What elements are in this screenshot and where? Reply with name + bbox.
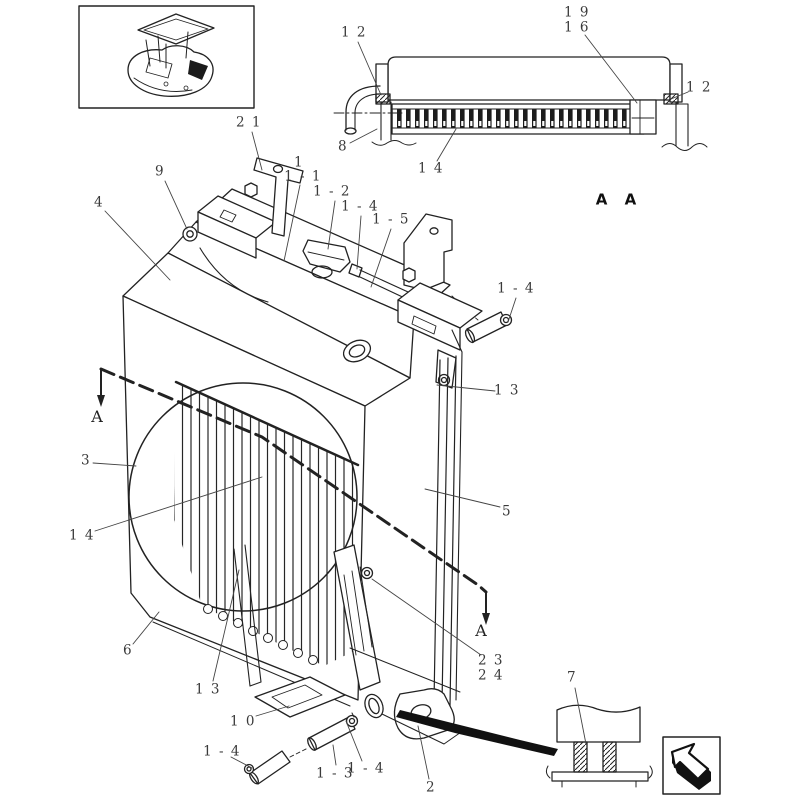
callout-5: 5 [501, 503, 513, 520]
callout-8: 8 [337, 138, 349, 155]
callout-21: 2 1 [236, 114, 262, 131]
callout-13-right: 1 3 [494, 382, 520, 399]
callout-1-5: 1 - 5 [372, 211, 410, 228]
callout-1-3: 1 - 3 [316, 765, 354, 782]
tube-ends [203, 604, 318, 665]
callout-4: 4 [93, 194, 105, 211]
callout-9: 9 [154, 163, 166, 180]
callout-6: 6 [122, 642, 134, 659]
callout-10: 1 0 [230, 713, 256, 730]
callout-1-1: 1 - 1 [284, 168, 322, 185]
callout-14-section: 1 4 [418, 160, 444, 177]
leader-lines [92, 34, 689, 780]
callout-19: 1 9 [564, 4, 590, 21]
callout-1-4-bottom-left: 1 - 4 [203, 743, 241, 760]
mount-detail-view [545, 704, 653, 788]
section-title-aa: A A [595, 190, 643, 209]
callout-23: 2 3 [478, 652, 504, 669]
hose-lower-long [308, 716, 356, 751]
machine-thumbnail [78, 5, 255, 109]
callout-1-2: 1 - 2 [313, 183, 351, 200]
hose-lower-small [249, 750, 291, 785]
callout-24: 2 4 [478, 667, 504, 684]
fan-opening [128, 382, 358, 612]
core-fins [174, 383, 358, 666]
bracket-21 [253, 157, 304, 237]
callout-7: 7 [566, 669, 578, 686]
section-cut-line [97, 367, 490, 625]
mount-pad-left [375, 93, 391, 105]
callout-16: 1 6 [564, 19, 590, 36]
callout-1-4-right: 1 - 4 [497, 280, 535, 297]
main-exploded-view [122, 157, 558, 785]
callout-2: 2 [425, 779, 437, 796]
callout-14-main: 1 4 [69, 527, 95, 544]
section-letter-a-left: A [91, 407, 103, 426]
bottom-plate [254, 676, 346, 718]
overflow-clamp [348, 263, 363, 278]
callout-1-4-bottom-right: 1 - 4 [347, 760, 385, 777]
inlet-pipe [345, 85, 381, 131]
slotted-bracket [333, 544, 381, 691]
section-letter-a-right: A [475, 621, 487, 640]
callout-1-4-cap: 1 - 4 [341, 198, 379, 215]
nav-arrow-icon [662, 736, 721, 795]
bottom-duct [233, 544, 262, 687]
valve-box [629, 99, 657, 135]
core-fins-section [392, 109, 644, 128]
callout-3: 3 [80, 452, 92, 469]
section-view-aa [333, 56, 708, 151]
side-channel [433, 355, 457, 707]
callout-12-section-left: 1 2 [341, 24, 367, 41]
callout-13-bottom: 1 3 [195, 681, 221, 698]
callout-12-section-right: 1 2 [686, 79, 712, 96]
hose-silhouette [396, 710, 558, 756]
callout-1: 1 [293, 154, 305, 171]
